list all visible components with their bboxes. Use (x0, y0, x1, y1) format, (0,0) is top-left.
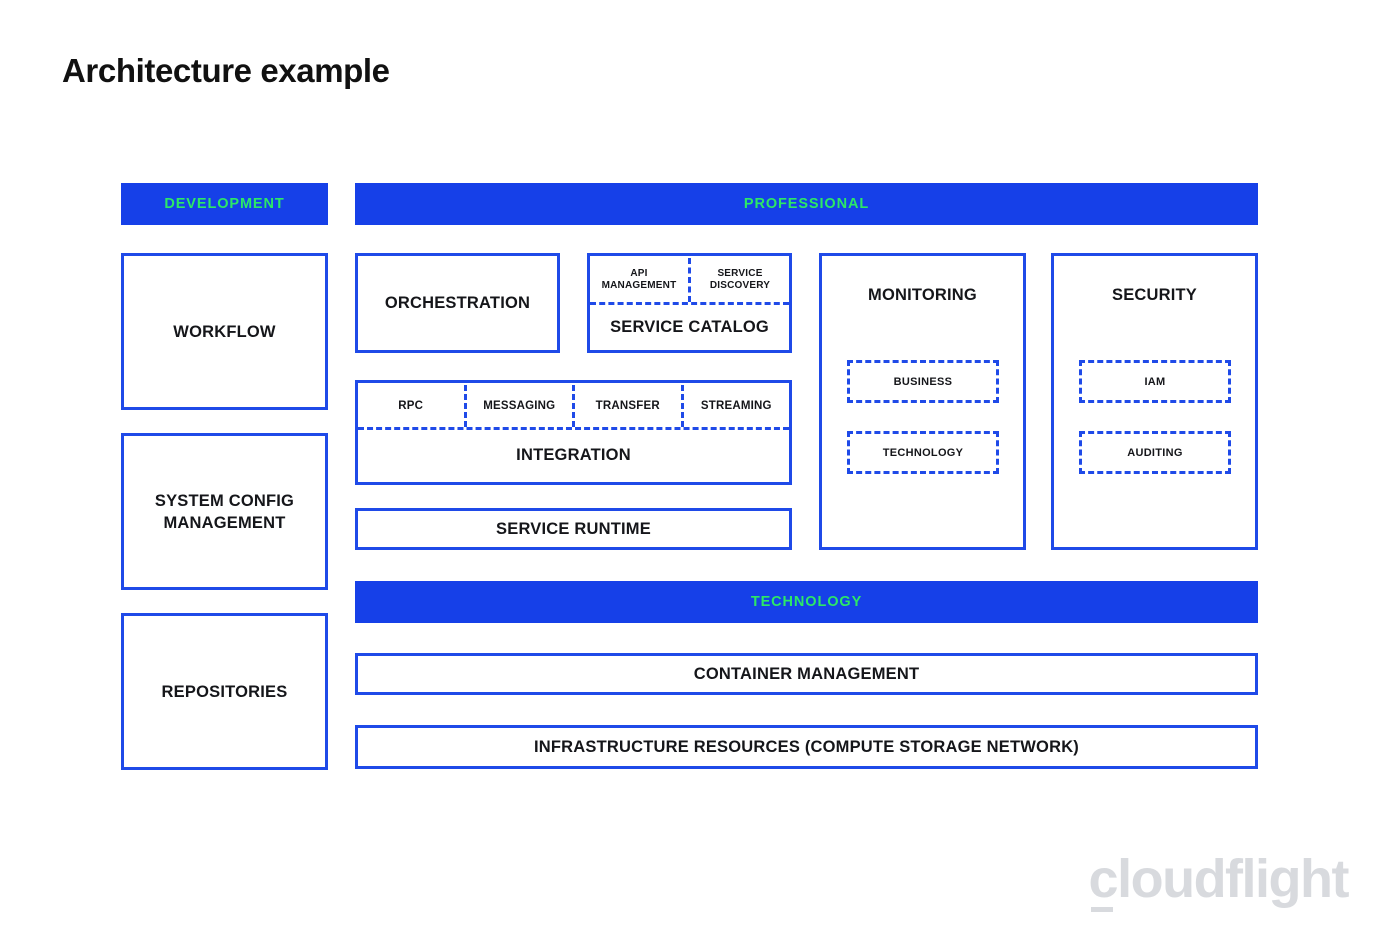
box-security: SECURITY IAM AUDITING (1051, 253, 1258, 550)
box-service-runtime-label: SERVICE RUNTIME (496, 519, 651, 538)
box-integration: RPC MESSAGING TRANSFER STREAMING INTEGRA… (355, 380, 792, 485)
box-service-runtime: SERVICE RUNTIME (355, 508, 792, 550)
box-repositories-label: REPOSITORIES (161, 682, 288, 701)
box-integration-label: INTEGRATION (516, 446, 631, 464)
service-catalog-subitems: API MANAGEMENT SERVICE DISCOVERY (590, 256, 789, 304)
box-monitoring: MONITORING BUSINESS TECHNOLOGY (819, 253, 1026, 550)
box-monitoring-label: MONITORING (868, 286, 977, 304)
monitoring-subitem-technology: TECHNOLOGY (847, 431, 999, 474)
box-orchestration: ORCHESTRATION (355, 253, 560, 353)
box-infrastructure-resources: INFRASTRUCTURE RESOURCES (COMPUTE STORAG… (355, 725, 1258, 769)
box-workflow: WORKFLOW (121, 253, 328, 410)
banner-development: DEVELOPMENT (121, 183, 328, 225)
dashed-divider-vertical (688, 258, 691, 302)
dashed-divider-vertical (572, 385, 575, 427)
box-repositories: REPOSITORIES (121, 613, 328, 770)
banner-technology: TECHNOLOGY (355, 581, 1258, 623)
banner-professional: PROFESSIONAL (355, 183, 1258, 225)
box-service-catalog: API MANAGEMENT SERVICE DISCOVERY SERVICE… (587, 253, 792, 353)
page-title: Architecture example (62, 52, 390, 89)
box-container-management: CONTAINER MANAGEMENT (355, 653, 1258, 695)
dashed-divider-horizontal (590, 302, 789, 305)
dashed-divider-vertical (463, 385, 467, 427)
service-catalog-subitem-api-management: API MANAGEMENT (601, 267, 677, 292)
logo-text-rest: loudflight (1117, 849, 1349, 909)
box-system-config-management-label: SYSTEM CONFIG MANAGEMENT (154, 491, 295, 532)
service-catalog-subitem-service-discovery: SERVICE DISCOVERY (709, 267, 771, 292)
security-subitem-iam: IAM (1079, 360, 1231, 403)
integration-subitem-rpc: RPC (398, 400, 424, 412)
box-security-label: SECURITY (1111, 286, 1198, 304)
box-system-config-management: SYSTEM CONFIG MANAGEMENT (121, 433, 328, 590)
box-orchestration-label: ORCHESTRATION (384, 293, 531, 312)
box-workflow-label: WORKFLOW (173, 322, 276, 341)
dashed-divider-vertical (680, 385, 684, 427)
box-container-management-label: CONTAINER MANAGEMENT (693, 664, 920, 683)
dashed-divider-horizontal (358, 427, 789, 430)
integration-subitem-messaging: MESSAGING (483, 400, 556, 412)
integration-subitems: RPC MESSAGING TRANSFER STREAMING (358, 383, 789, 429)
box-infrastructure-resources-label: INFRASTRUCTURE RESOURCES (COMPUTE STORAG… (533, 737, 1080, 756)
integration-subitem-transfer: TRANSFER (595, 400, 660, 412)
security-subitem-auditing: AUDITING (1079, 431, 1231, 474)
monitoring-subitem-business: BUSINESS (847, 360, 999, 403)
logo-letter-c: c (1088, 849, 1119, 912)
integration-subitem-streaming: STREAMING (700, 400, 772, 412)
box-service-catalog-label: SERVICE CATALOG (610, 317, 769, 336)
